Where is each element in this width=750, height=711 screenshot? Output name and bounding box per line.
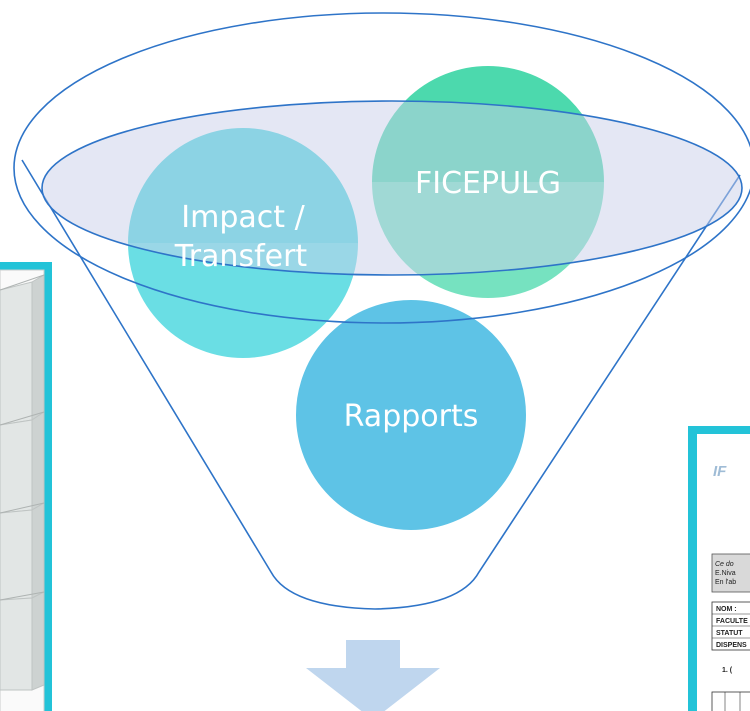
bubble-label-ficepulg: FICEPULG bbox=[415, 166, 561, 201]
document-field-dispens: DISPENS bbox=[716, 642, 747, 649]
document-section-1: 1. ( bbox=[722, 667, 733, 674]
bubble-label-impact-line2: Transfert bbox=[174, 239, 308, 274]
document-line-2: E.Niva bbox=[715, 570, 736, 577]
document-image: IF Ce do E.Niva En l'ab NOM : FACULTE ST… bbox=[688, 426, 750, 711]
down-arrow-icon bbox=[306, 640, 440, 711]
document-field-faculte: FACULTE bbox=[716, 618, 748, 625]
bubble-label-impact-line1: Impact / bbox=[181, 200, 305, 235]
bubble-rapports bbox=[294, 298, 528, 532]
funnel-rim-inner bbox=[41, 100, 743, 276]
bubble-label-rapports: Rapports bbox=[344, 399, 479, 434]
document-line-1: Ce do bbox=[715, 561, 734, 568]
document-logo: IF bbox=[713, 463, 727, 480]
funnel-left-edge bbox=[21, 159, 376, 610]
document-field-nom: NOM : bbox=[716, 606, 737, 613]
shelving-image bbox=[0, 262, 52, 711]
funnel-right-edge bbox=[374, 174, 741, 610]
funnel-rim-outer bbox=[13, 12, 750, 324]
document-line-3: En l'ab bbox=[715, 579, 736, 586]
document-field-statut: STATUT bbox=[716, 630, 743, 637]
